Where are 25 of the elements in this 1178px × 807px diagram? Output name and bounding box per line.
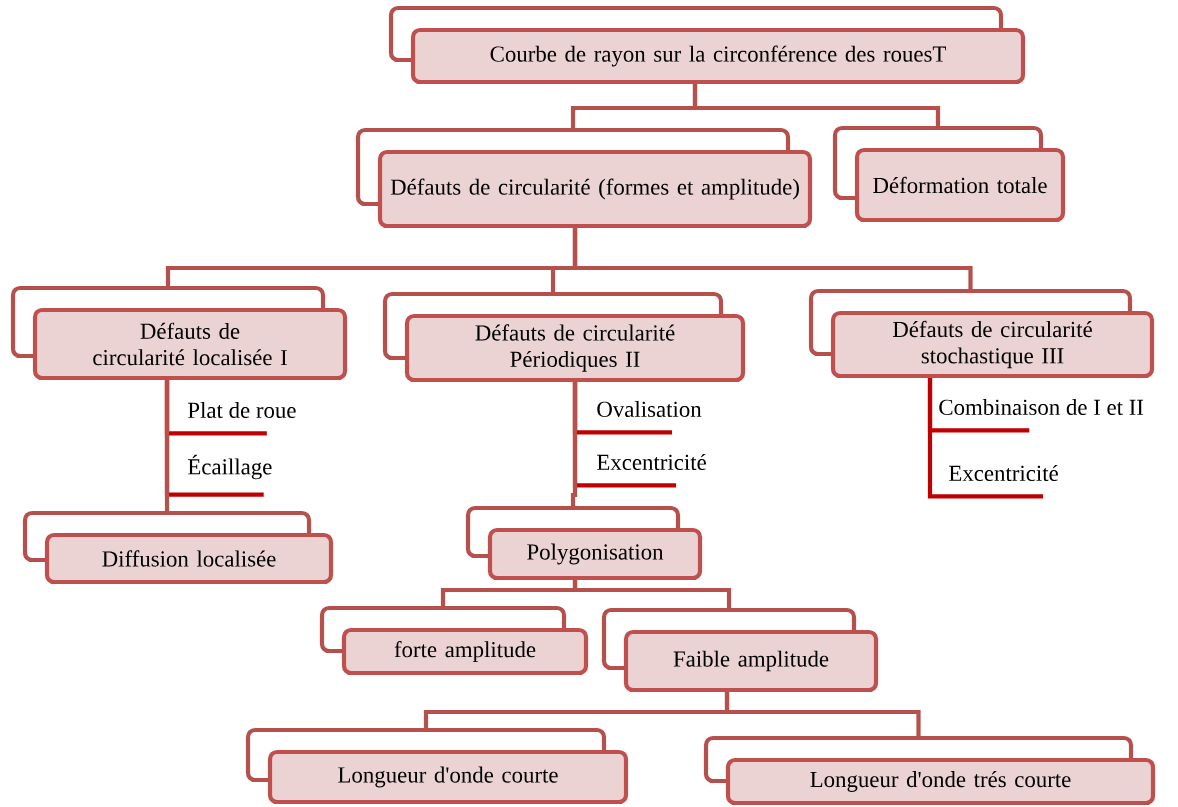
connector-line [572, 580, 732, 608]
process-box: Défauts de circularité (formes et amplitude) [355, 127, 813, 229]
list-item-text: Ovalisation [597, 400, 702, 418]
connector-line [927, 378, 1044, 499]
list-item-text: Combinaison de I et II [939, 398, 1144, 416]
process-box: Diffusion localisée [22, 510, 334, 585]
process-box: Défauts de circularité stochastique III [808, 288, 1155, 379]
list-item-text: Plat de roue [188, 401, 296, 419]
connector-line [164, 380, 170, 511]
process-box: Déformation totale [832, 125, 1066, 223]
process-box: Faible amplitude [601, 607, 879, 693]
list-item-text: Excentricité [597, 453, 706, 471]
list-item-text: Écaillage [188, 454, 272, 480]
connector-line [570, 382, 578, 506]
process-box: Défauts de circularité Périodiques II [382, 291, 746, 383]
process-box: Longueur d'onde courte [245, 727, 629, 805]
process-box: Courbe de rayon sur la circonférence des rouesT [388, 5, 1026, 85]
connector-line [692, 84, 941, 126]
process-box: Polygonisation [465, 505, 703, 581]
list-item-text: Excentricité [949, 464, 1058, 482]
process-box: Longueur d'onde trés courte [703, 735, 1156, 806]
process-box: forte amplitude [319, 605, 589, 676]
connector-line [724, 692, 921, 736]
process-box: Défauts de circularité localisée I [10, 285, 348, 381]
connector-line [572, 228, 973, 289]
